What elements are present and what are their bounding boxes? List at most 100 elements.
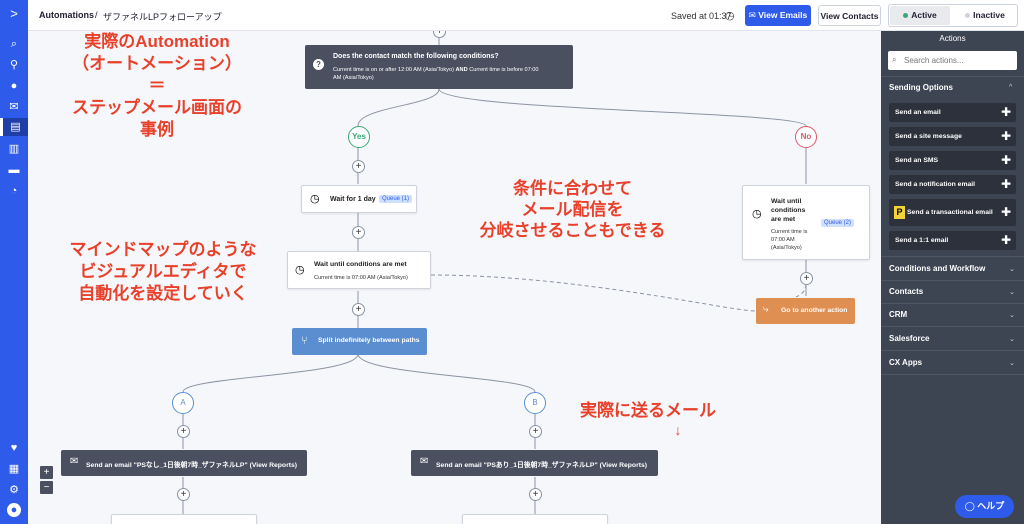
active-toggle-button[interactable]: Active (890, 6, 950, 25)
view-emails-button[interactable]: ✉ View Emails (745, 5, 811, 26)
reports-pie-icon[interactable]: ◔ (10, 185, 18, 197)
action-send-transactional[interactable]: P Send a transactional email✚ (889, 199, 1016, 226)
logo-chevron-icon[interactable]: > (10, 6, 18, 21)
settings-gear-icon[interactable]: ⚙ (9, 484, 19, 496)
goto-action-node[interactable]: ⤷ Go to another action (756, 298, 855, 324)
annotation-example: 実際のAutomation （オートメーション） ＝ ステップメール画面の 事例 (46, 31, 268, 141)
wait-no-sub-1: Current time is (771, 229, 808, 235)
queue-badge-1[interactable]: Queue (1) (379, 195, 413, 203)
section-sending-options[interactable]: Sending Options (889, 83, 953, 92)
add-step-path-b[interactable]: + (529, 425, 542, 438)
next-node-a[interactable] (111, 514, 257, 524)
email-a-label[interactable]: Send an email "PSなし_1日後朝7時_ザファネルLP" (Vie… (86, 462, 298, 469)
actions-title: Actions (939, 34, 966, 43)
annotation-1-line-3: ＝ (148, 76, 166, 95)
divider (881, 76, 1024, 77)
add-step-after-email-b[interactable]: + (529, 488, 542, 501)
help-button[interactable]: ◯ ヘルプ (955, 495, 1014, 518)
view-contacts-button[interactable]: View Contacts (818, 5, 881, 26)
add-step-before-split[interactable]: + (352, 303, 365, 316)
chevron-down-icon[interactable]: ⌄ (1009, 360, 1015, 367)
heart-icon[interactable]: ♥ (10, 442, 18, 454)
zoom-in-button[interactable]: + (40, 466, 53, 479)
condition-text-line2: AM (Asia/Tokyo) (333, 75, 374, 81)
drag-plus-icon[interactable]: ✚ (1000, 153, 1011, 167)
add-step-after-email-a[interactable]: + (177, 488, 190, 501)
action-send-sms[interactable]: Send an SMS✚ (889, 151, 1016, 170)
divider (881, 374, 1024, 375)
action-send-email[interactable]: Send an email✚ (889, 103, 1016, 122)
split-node[interactable]: ⑂ Split indefinitely between paths (292, 328, 427, 355)
automation-canvas[interactable]: ? Does the contact match the following c… (28, 31, 881, 524)
branch-no[interactable]: No (795, 126, 817, 148)
automation-icon[interactable]: ▤ (0, 118, 28, 136)
history-clock-icon[interactable]: ◷ (725, 10, 735, 22)
breadcrumb-current: ザファネルLPフォローアップ (103, 12, 222, 22)
branch-yes[interactable]: Yes (348, 126, 370, 148)
down-arrow-icon: ↓ (674, 422, 682, 438)
condition-node[interactable]: ? Does the contact match the following c… (305, 45, 573, 89)
top-bar: Automations / ザファネルLPフォローアップ Saved at 01… (28, 0, 1024, 31)
location-pin-icon[interactable]: ⚲ (9, 59, 19, 71)
wait-no-title-3: are met (771, 216, 796, 223)
wait-one-day-node[interactable]: ◷ Wait for 1 day Queue (1) (301, 185, 417, 213)
chevron-up-icon[interactable]: ^ (1009, 84, 1013, 91)
action-label: Send a notification email (895, 181, 976, 188)
email-node-b[interactable]: ✉ Send an email "PSあり_1日後朝7時_ザファネルLP" (V… (411, 450, 658, 476)
wait-until-node[interactable]: ◷ Wait until conditions are met Current … (287, 251, 431, 289)
condition-text-a: Current time is on or after 12:00 AM (As… (333, 67, 454, 73)
annotation-1-line-4: ステップメール画面の (72, 98, 242, 117)
inactive-toggle-button[interactable]: Inactive (953, 6, 1017, 25)
pipeline-icon[interactable]: ▥ (8, 143, 20, 155)
section-crm[interactable]: CRM (889, 310, 908, 319)
chevron-down-icon[interactable]: ⌄ (1009, 266, 1015, 273)
condition-text-b: Current time is before 07:00 (469, 67, 539, 73)
email-b-label[interactable]: Send an email "PSあり_1日後朝7時_ザファネルLP" (Vie… (436, 462, 648, 469)
help-label: ヘルプ (977, 501, 1005, 511)
add-step-after-wait[interactable]: + (352, 226, 365, 239)
avatar[interactable]: ● (7, 503, 21, 517)
wait-no-title-1: Wait until (771, 198, 802, 205)
search-icon[interactable]: ⌕ (10, 38, 18, 50)
path-b[interactable]: B (524, 392, 546, 414)
drag-plus-icon[interactable]: ✚ (1000, 233, 1011, 247)
wait-until-node-no[interactable]: ◷ Wait until conditions are met Queue (2… (742, 185, 870, 260)
chevron-down-icon[interactable]: ⌄ (1009, 312, 1015, 319)
section-contacts[interactable]: Contacts (889, 287, 924, 296)
drag-plus-icon[interactable]: ✚ (1000, 205, 1011, 219)
search-actions-input[interactable] (888, 51, 1017, 70)
inactive-label: Inactive (973, 10, 1005, 20)
section-salesforce[interactable]: Salesforce (889, 334, 930, 343)
action-send-notification[interactable]: Send a notification email ✚ (889, 175, 1016, 194)
divider (881, 256, 1024, 257)
add-step-path-a[interactable]: + (177, 425, 190, 438)
drag-plus-icon[interactable]: ✚ (1000, 129, 1011, 143)
mail-icon[interactable]: ✉ (9, 101, 19, 113)
annotation-visual-editor: マインドマップのような ビジュアルエディタで 自動化を設定していく (43, 239, 283, 305)
email-node-a[interactable]: ✉ Send an email "PSなし_1日後朝7時_ザファネルLP" (V… (61, 450, 307, 476)
drag-plus-icon[interactable]: ✚ (1000, 177, 1011, 191)
breadcrumb-root[interactable]: Automations (39, 10, 94, 20)
annotation-2-line-1: 条件に合わせて (513, 179, 632, 198)
add-step-no[interactable]: + (800, 272, 813, 285)
add-step-yes[interactable]: + (352, 160, 365, 173)
annotation-1-line-1: 実際のAutomation (84, 32, 230, 51)
wait-one-day-title: Wait for 1 day (330, 196, 376, 203)
section-cx-apps[interactable]: CX Apps (889, 358, 923, 367)
zoom-out-button[interactable]: − (40, 481, 53, 494)
action-send-site-message[interactable]: Send a site message✚ (889, 127, 1016, 146)
apps-grid-icon[interactable]: ▦ (8, 463, 20, 475)
actions-sidebar: Actions ⌕ Sending Options ^ Send an emai… (881, 31, 1024, 524)
chevron-down-icon[interactable]: ⌄ (1009, 336, 1015, 343)
chevron-down-icon[interactable]: ⌄ (1009, 289, 1015, 296)
clock-icon: ◷ (752, 208, 762, 220)
queue-badge-2[interactable]: Queue (2) (821, 219, 855, 227)
path-a[interactable]: A (172, 392, 194, 414)
next-node-b[interactable] (462, 514, 608, 524)
drag-plus-icon[interactable]: ✚ (1000, 105, 1011, 119)
action-send-one-to-one[interactable]: Send a 1:1 email✚ (889, 231, 1016, 250)
list-icon[interactable]: ▬ (8, 164, 20, 176)
user-icon[interactable]: ● (10, 80, 18, 92)
active-label: Active (911, 10, 937, 20)
section-conditions[interactable]: Conditions and Workflow (889, 264, 986, 273)
